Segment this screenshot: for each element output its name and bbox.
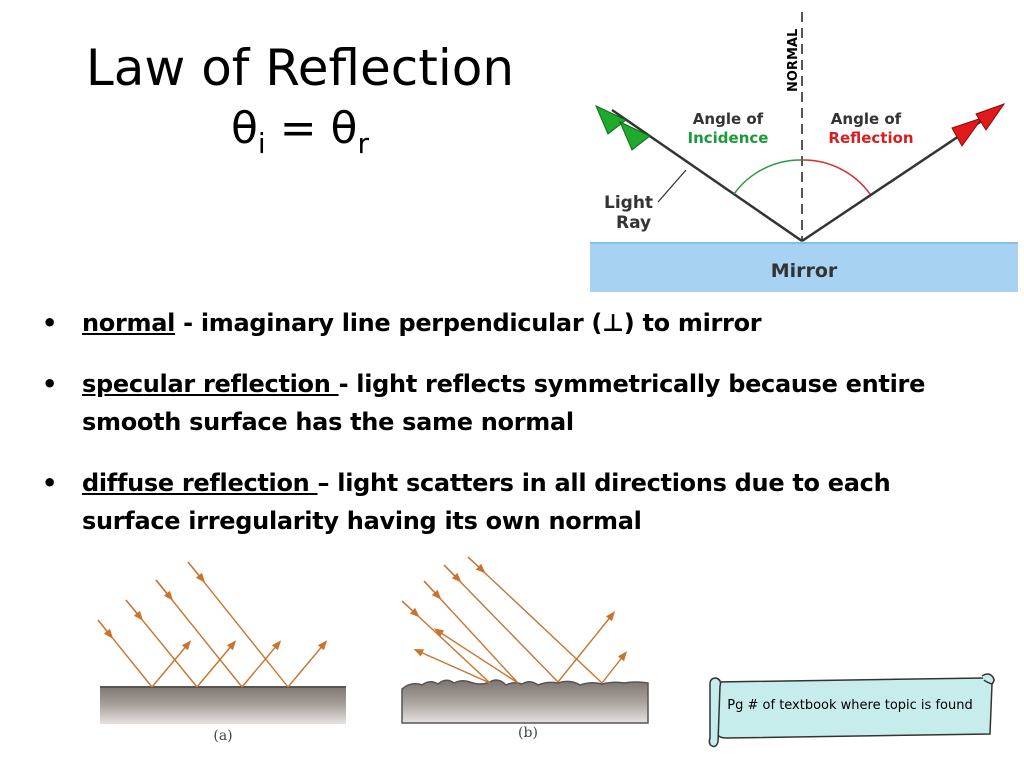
reflection-label-line1: Angle of: [831, 110, 902, 128]
mirror-surface: [590, 242, 1018, 292]
reflection-diagram: Mirror NORMAL Angle of Incidence Angle o…: [590, 12, 1018, 292]
normal-label: NORMAL: [786, 29, 801, 92]
bullet-normal: • normal - imaginary line perpendicular (…: [42, 304, 972, 342]
rough-surface: [401, 679, 649, 724]
textbook-note-scroll: [708, 673, 995, 748]
bullet-marker: •: [42, 370, 58, 398]
reflected-ray: [287, 640, 328, 688]
scroll-right-roll: [981, 673, 995, 685]
subscript-r: r: [357, 127, 369, 160]
smooth-surface: [100, 686, 346, 724]
incident-arrow: [97, 619, 114, 639]
specular-reflection-diagram: (a): [97, 561, 346, 744]
incident-arrow: [187, 561, 206, 583]
incidence-angle-arc: [733, 159, 803, 195]
reflected-arrowhead-1: [951, 117, 984, 147]
reflected-arrowhead-2: [975, 103, 1006, 131]
reflected-ray: [151, 640, 192, 688]
light-ray-label-line1: Light: [604, 193, 653, 213]
light-ray-label-line2: Ray: [616, 213, 651, 233]
incident-arrowhead-2: [619, 120, 651, 151]
scattered-ray: [557, 611, 616, 683]
incident-ray: [467, 556, 603, 684]
incident-arrow: [423, 580, 442, 600]
bullet-marker: •: [42, 469, 58, 497]
label-b: (b): [518, 725, 538, 741]
textbook-note-text: Pg # of textbook where topic is found: [727, 698, 973, 713]
equals-sign: =: [265, 103, 331, 154]
diffuse-reflection-diagram: (b): [401, 556, 649, 741]
incident-arrow: [401, 600, 420, 618]
theta-incident: θ: [231, 103, 258, 154]
subscript-i: i: [257, 127, 266, 160]
incident-arrow: [443, 564, 462, 583]
incident-arrow: [125, 599, 144, 621]
bullet-list: • normal - imaginary line perpendicular (…: [42, 304, 972, 563]
scattered-ray: [601, 651, 628, 684]
definition-diffuse: – light scatters in all directions due t…: [82, 469, 891, 535]
incident-ray: [423, 580, 519, 684]
slide-title: Law of Reflection θi = θr: [40, 36, 560, 158]
theta-reflected: θ: [330, 103, 358, 154]
scroll-left-roll: [708, 677, 722, 748]
incident-ray: [611, 108, 803, 243]
incidence-label-line2: Incidence: [688, 129, 769, 147]
term-specular: specular reflection: [82, 370, 339, 398]
bullet-specular: • specular reflection - light reflects sy…: [42, 365, 972, 441]
incidence-label-line1: Angle of: [693, 110, 764, 128]
incident-arrow: [467, 556, 486, 574]
bullet-marker: •: [42, 309, 58, 337]
title-text: Law of Reflection: [85, 39, 515, 97]
scattered-ray: [433, 628, 519, 684]
incident-arrowhead-1: [595, 104, 627, 135]
incident-ray: [443, 564, 559, 683]
term-diffuse: diffuse reflection: [82, 469, 318, 497]
label-a: (a): [213, 728, 232, 744]
reflected-ray: [196, 640, 237, 688]
law-equation: θi = θr: [40, 100, 560, 158]
reflection-label-line2: Reflection: [828, 129, 913, 147]
mirror-edge: [590, 242, 1018, 244]
incident-arrow: [155, 579, 174, 601]
mirror-label: Mirror: [771, 260, 838, 282]
definition-specular: - light reflects symmetrically because e…: [82, 370, 926, 436]
term-normal: normal: [82, 309, 176, 337]
reflected-ray: [241, 640, 282, 688]
reflection-angle-arc: [801, 159, 871, 195]
definition-normal: - imaginary line perpendicular (⊥) to mi…: [175, 309, 762, 337]
incident-ray: [187, 561, 289, 688]
scattered-ray: [413, 649, 491, 684]
light-ray-pointer: [657, 169, 687, 203]
bullet-diffuse: • diffuse reflection – light scatters in …: [42, 464, 972, 540]
